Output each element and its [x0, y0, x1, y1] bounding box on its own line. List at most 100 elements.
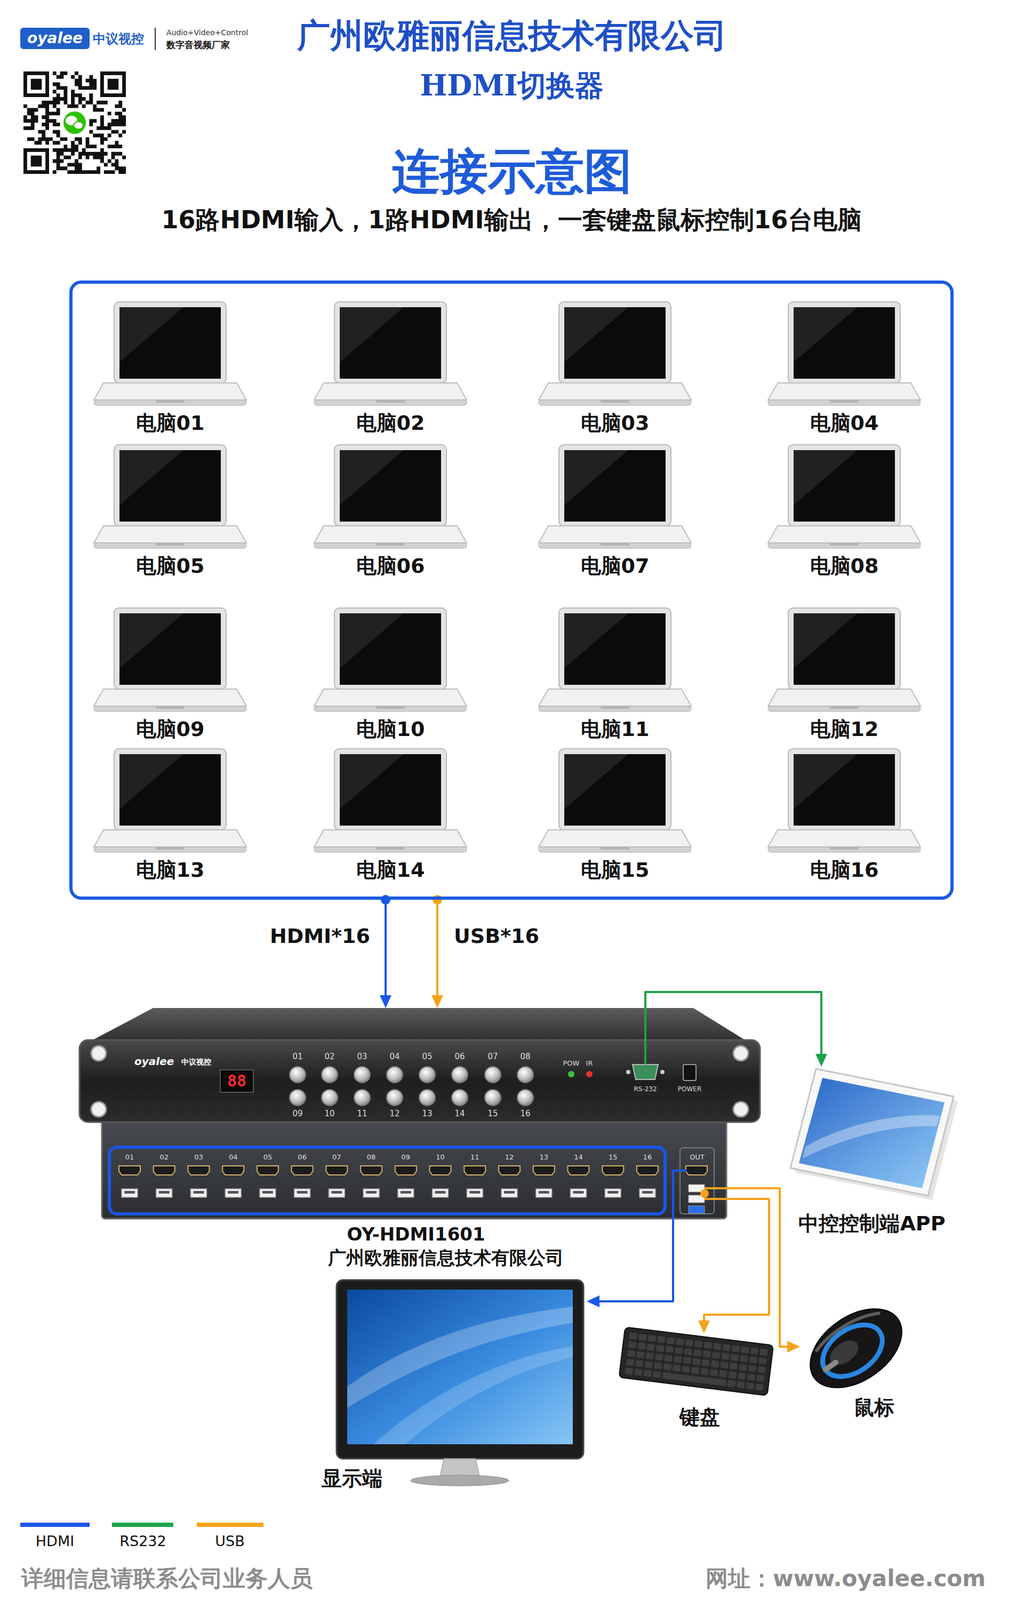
- usb-port: [190, 1188, 207, 1198]
- key: [756, 1374, 765, 1383]
- usb-slot: [124, 1190, 135, 1194]
- connector: [698, 1198, 770, 1334]
- qr-finder: [23, 148, 50, 174]
- laptop-picture: [314, 444, 467, 549]
- brand-tagline: Audio+Video+Control: [166, 28, 248, 38]
- laptop-picture: [93, 301, 247, 406]
- key: [759, 1348, 768, 1356]
- control-tablet: 中控控制端APP: [784, 1066, 960, 1240]
- select-button: [289, 1089, 306, 1106]
- button-number: 14: [454, 1108, 465, 1119]
- key: [703, 1341, 712, 1350]
- button-number: 08: [520, 1051, 531, 1062]
- computer: 电脑02: [313, 300, 468, 438]
- laptop-picture: [538, 301, 692, 406]
- hdmi-port: [187, 1165, 210, 1175]
- key: [740, 1346, 750, 1354]
- screen-swoosh: [373, 1346, 573, 1445]
- qr-finder: [30, 78, 43, 91]
- port-number: 03: [194, 1153, 204, 1162]
- connector: [379, 894, 392, 1008]
- brand-logo: oyalee: [27, 29, 83, 48]
- keyboard: 键盘: [618, 1333, 774, 1435]
- key: [755, 1383, 764, 1391]
- key: [644, 1361, 653, 1369]
- usb-wire: [704, 1187, 760, 1190]
- select-button: [484, 1089, 501, 1106]
- legend-text: RS232: [119, 1532, 166, 1550]
- key: [758, 1357, 767, 1365]
- usb-port: [466, 1188, 483, 1198]
- port-number: 14: [573, 1153, 583, 1162]
- select-button: [419, 1089, 436, 1106]
- key: [691, 1366, 700, 1375]
- panel-logo: oyalee: [134, 1054, 174, 1068]
- connector: [431, 894, 444, 1008]
- button-number: 15: [487, 1108, 498, 1119]
- computer: 电脑09: [92, 606, 248, 744]
- usb-port: [639, 1188, 656, 1198]
- usb-port: [536, 1188, 552, 1198]
- key: [709, 1369, 719, 1377]
- key: [629, 1332, 638, 1340]
- hdmi-switcher: OY-HDMI1601广州欧雅丽信息技术有限公司: [79, 1008, 760, 1272]
- brand-name: 中议视控: [92, 31, 144, 47]
- port-number: 13: [539, 1153, 549, 1162]
- computer-label: 电脑09: [136, 717, 205, 742]
- tablet-screen: [798, 1077, 945, 1189]
- laptop-figure: [313, 300, 468, 408]
- qr-finder: [23, 71, 50, 98]
- key: [664, 1354, 673, 1363]
- key: [727, 1380, 736, 1388]
- usb-port: [328, 1188, 345, 1198]
- logo-divider: [154, 27, 156, 51]
- device-label: 显示端: [321, 1466, 383, 1492]
- key: [746, 1382, 755, 1390]
- tablet-body: [790, 1068, 954, 1196]
- usb-port: [363, 1188, 380, 1198]
- usb-slot: [193, 1190, 204, 1194]
- port-number: 06: [297, 1153, 307, 1162]
- indicator-label: POW: [563, 1059, 580, 1068]
- group-heading: 16路HDMI输入，1路HDMI输出，一套键盘鼠标控制16台电脑: [161, 205, 862, 235]
- key: [646, 1343, 655, 1351]
- qr-finder: [30, 155, 43, 167]
- device-label: 键盘: [679, 1405, 720, 1430]
- laptop-figure: [537, 300, 693, 408]
- usb-port: [225, 1188, 242, 1198]
- hdmi-port: [395, 1165, 417, 1175]
- usb-port: [121, 1188, 138, 1198]
- usb-slot: [538, 1190, 550, 1194]
- website: 网址：www.oyalee.com: [705, 1565, 986, 1592]
- ir-led: [586, 1070, 593, 1078]
- usb-port: [259, 1188, 276, 1198]
- rack-hole: [91, 1045, 107, 1061]
- laptop-picture: [314, 608, 467, 712]
- laptop-figure: [537, 747, 693, 855]
- key: [718, 1370, 728, 1378]
- usb-slot: [297, 1190, 308, 1194]
- laptop-figure: [313, 443, 468, 551]
- port-number: 02: [159, 1153, 169, 1162]
- button-number: 03: [356, 1051, 367, 1062]
- usb-slot: [158, 1190, 170, 1194]
- key: [738, 1363, 748, 1372]
- button-number: 11: [356, 1108, 367, 1119]
- laptop-picture: [314, 748, 467, 853]
- usb-slot: [365, 1190, 377, 1194]
- key: [656, 1344, 665, 1352]
- rs232-wire: [644, 1008, 647, 1065]
- logo-badge: [20, 27, 90, 50]
- button-number: 05: [421, 1051, 432, 1062]
- connector-dot: [380, 894, 391, 905]
- device-label: OY-HDMI1601: [346, 1223, 485, 1246]
- port-number: 10: [435, 1153, 445, 1162]
- key: [647, 1334, 656, 1343]
- computer-label: 电脑16: [810, 858, 879, 883]
- connector: [586, 1272, 674, 1308]
- usb-port: [397, 1188, 414, 1198]
- device-label: 中控控制端APP: [798, 1211, 946, 1237]
- usb-slot: [572, 1190, 584, 1194]
- rack-hole: [91, 1101, 107, 1117]
- qr-modules: [23, 71, 126, 174]
